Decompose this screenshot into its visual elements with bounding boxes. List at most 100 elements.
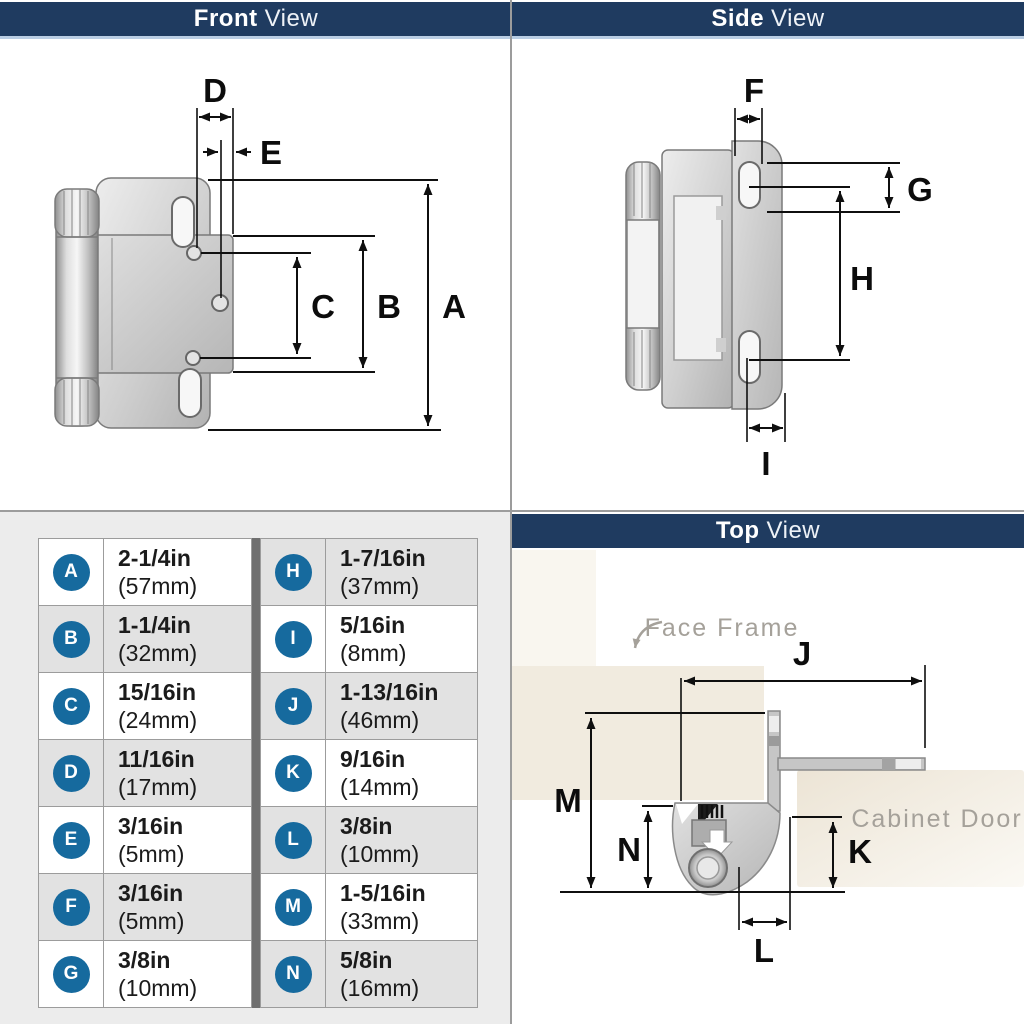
top-hinge-drawing bbox=[671, 710, 926, 896]
dim-label-M: M bbox=[554, 782, 582, 819]
dimension-mm: (37mm) bbox=[340, 573, 420, 599]
dimension-mm: (57mm) bbox=[118, 573, 198, 599]
dimension-mm: (17mm) bbox=[118, 774, 198, 800]
dimension-key-badge: I bbox=[274, 620, 312, 658]
wall-block bbox=[512, 550, 596, 666]
dimension-mm: (8mm) bbox=[340, 640, 407, 666]
table-row: D 11/16in(17mm) bbox=[39, 740, 251, 807]
table-row: A 2-1/4in(57mm) bbox=[39, 539, 251, 606]
table-row: B 1-1/4in(32mm) bbox=[39, 606, 251, 673]
dimension-inches: 11/16in bbox=[118, 746, 195, 772]
dim-label-H: H bbox=[850, 260, 874, 297]
dimension-mm: (5mm) bbox=[118, 908, 185, 934]
dimension-key-badge: L bbox=[274, 821, 312, 859]
dim-label-N: N bbox=[617, 831, 641, 868]
header-title-light: View bbox=[264, 5, 319, 32]
dimension-key-badge: A bbox=[52, 553, 90, 591]
side-view-diagram: F G H I bbox=[625, 72, 933, 482]
dimension-inches: 9/16in bbox=[340, 746, 406, 772]
dimension-inches: 1-1/4in bbox=[118, 612, 191, 638]
table-row: H 1-7/16in(37mm) bbox=[261, 539, 477, 606]
top-view-diagram: Face Frame Cabinet Door bbox=[512, 550, 1024, 969]
dimension-inches: 2-1/4in bbox=[118, 545, 191, 571]
dimension-key-badge: K bbox=[274, 754, 312, 792]
dim-label-E: E bbox=[260, 134, 282, 171]
table-row: I 5/16in(8mm) bbox=[261, 606, 477, 673]
dimension-mm: (33mm) bbox=[340, 908, 420, 934]
side-hinge-drawing bbox=[625, 140, 783, 410]
face-frame-label: Face Frame bbox=[645, 614, 800, 642]
table-row: C 15/16in(24mm) bbox=[39, 673, 251, 740]
header-title-bold: Side bbox=[711, 5, 765, 32]
table-column-left: A 2-1/4in(57mm) B 1-1/4in(32mm) C 15/16i… bbox=[38, 538, 252, 1008]
dim-label-F: F bbox=[744, 72, 764, 109]
front-view-header: Front View bbox=[0, 2, 512, 36]
table-row: J 1-13/16in(46mm) bbox=[261, 673, 477, 740]
dimension-inches: 3/16in bbox=[118, 880, 184, 906]
face-frame-shape bbox=[512, 666, 764, 800]
header-title-bold: Top bbox=[715, 517, 760, 544]
header-accent-line bbox=[0, 36, 512, 39]
quadrant-divider-horizontal bbox=[0, 510, 1024, 512]
dim-label-B: B bbox=[377, 288, 401, 325]
cabinet-door-shape bbox=[797, 770, 1024, 887]
top-view-header: Top View bbox=[512, 514, 1024, 548]
header-accent-line bbox=[512, 36, 1024, 39]
cabinet-door-label: Cabinet Door bbox=[851, 805, 1022, 833]
dimension-mm: (24mm) bbox=[118, 707, 198, 733]
dimension-inches: 3/8in bbox=[340, 813, 393, 839]
dimension-inches: 5/16in bbox=[340, 612, 406, 638]
dimension-mm: (10mm) bbox=[340, 841, 420, 867]
side-dimensions: F G H I bbox=[734, 72, 933, 482]
table-column-divider bbox=[252, 538, 260, 1008]
table-row: G 3/8in(10mm) bbox=[39, 941, 251, 1007]
table-row: L 3/8in(10mm) bbox=[261, 807, 477, 874]
table-row: N 5/8in(16mm) bbox=[261, 941, 477, 1007]
table-row: F 3/16in(5mm) bbox=[39, 874, 251, 941]
front-view-panel: Front View bbox=[0, 0, 512, 512]
top-view-panel: Top View Face Frame Cabinet Door bbox=[512, 512, 1024, 1024]
dimension-table: A 2-1/4in(57mm) B 1-1/4in(32mm) C 15/16i… bbox=[38, 538, 478, 1008]
dim-label-I: I bbox=[761, 445, 770, 482]
dimension-key-badge: F bbox=[52, 888, 90, 926]
side-view-header: Side View bbox=[512, 2, 1024, 36]
table-row: E 3/16in(5mm) bbox=[39, 807, 251, 874]
dimension-key-badge: G bbox=[52, 955, 90, 993]
front-hinge-drawing bbox=[54, 177, 234, 429]
dimension-mm: (14mm) bbox=[340, 774, 420, 800]
dimension-key-badge: C bbox=[52, 687, 90, 725]
dimension-mm: (46mm) bbox=[340, 707, 420, 733]
dimension-key-badge: N bbox=[274, 955, 312, 993]
dimension-mm: (32mm) bbox=[118, 640, 198, 666]
dimension-inches: 3/8in bbox=[118, 947, 171, 973]
side-view-panel: Side View bbox=[512, 0, 1024, 512]
table-row: M 1-5/16in(33mm) bbox=[261, 874, 477, 941]
top-dimensions: J M N K L bbox=[554, 635, 926, 969]
dimension-key-badge: B bbox=[52, 620, 90, 658]
dimension-mm: (5mm) bbox=[118, 841, 185, 867]
dimension-inches: 1-7/16in bbox=[340, 545, 426, 571]
header-title-bold: Front bbox=[193, 5, 258, 32]
quadrant-divider-vertical bbox=[510, 0, 512, 1024]
dimension-key-badge: J bbox=[274, 687, 312, 725]
header-title-light: View bbox=[766, 517, 821, 544]
dim-label-C: C bbox=[311, 288, 335, 325]
table-column-right: H 1-7/16in(37mm) I 5/16in(8mm) J 1-13/16… bbox=[260, 538, 478, 1008]
dim-label-G: G bbox=[907, 171, 933, 208]
dim-label-A: A bbox=[442, 288, 466, 325]
dim-label-D: D bbox=[203, 72, 227, 109]
dimension-mm: (16mm) bbox=[340, 975, 420, 1001]
dimension-inches: 15/16in bbox=[118, 679, 196, 705]
table-row: K 9/16in(14mm) bbox=[261, 740, 477, 807]
front-dimensions: D E C B A bbox=[196, 72, 466, 431]
header-title-light: View bbox=[771, 5, 825, 32]
face-frame-pointer-arrow bbox=[632, 620, 663, 649]
dimension-key-badge: M bbox=[274, 888, 312, 926]
dimension-inches: 5/8in bbox=[340, 947, 393, 973]
dimension-inches: 3/16in bbox=[118, 813, 184, 839]
dimension-table-panel: A 2-1/4in(57mm) B 1-1/4in(32mm) C 15/16i… bbox=[0, 512, 512, 1024]
dim-label-L: L bbox=[754, 932, 774, 969]
annotations: Face Frame Cabinet Door bbox=[632, 614, 1022, 833]
cabinet-parts bbox=[512, 550, 1024, 887]
